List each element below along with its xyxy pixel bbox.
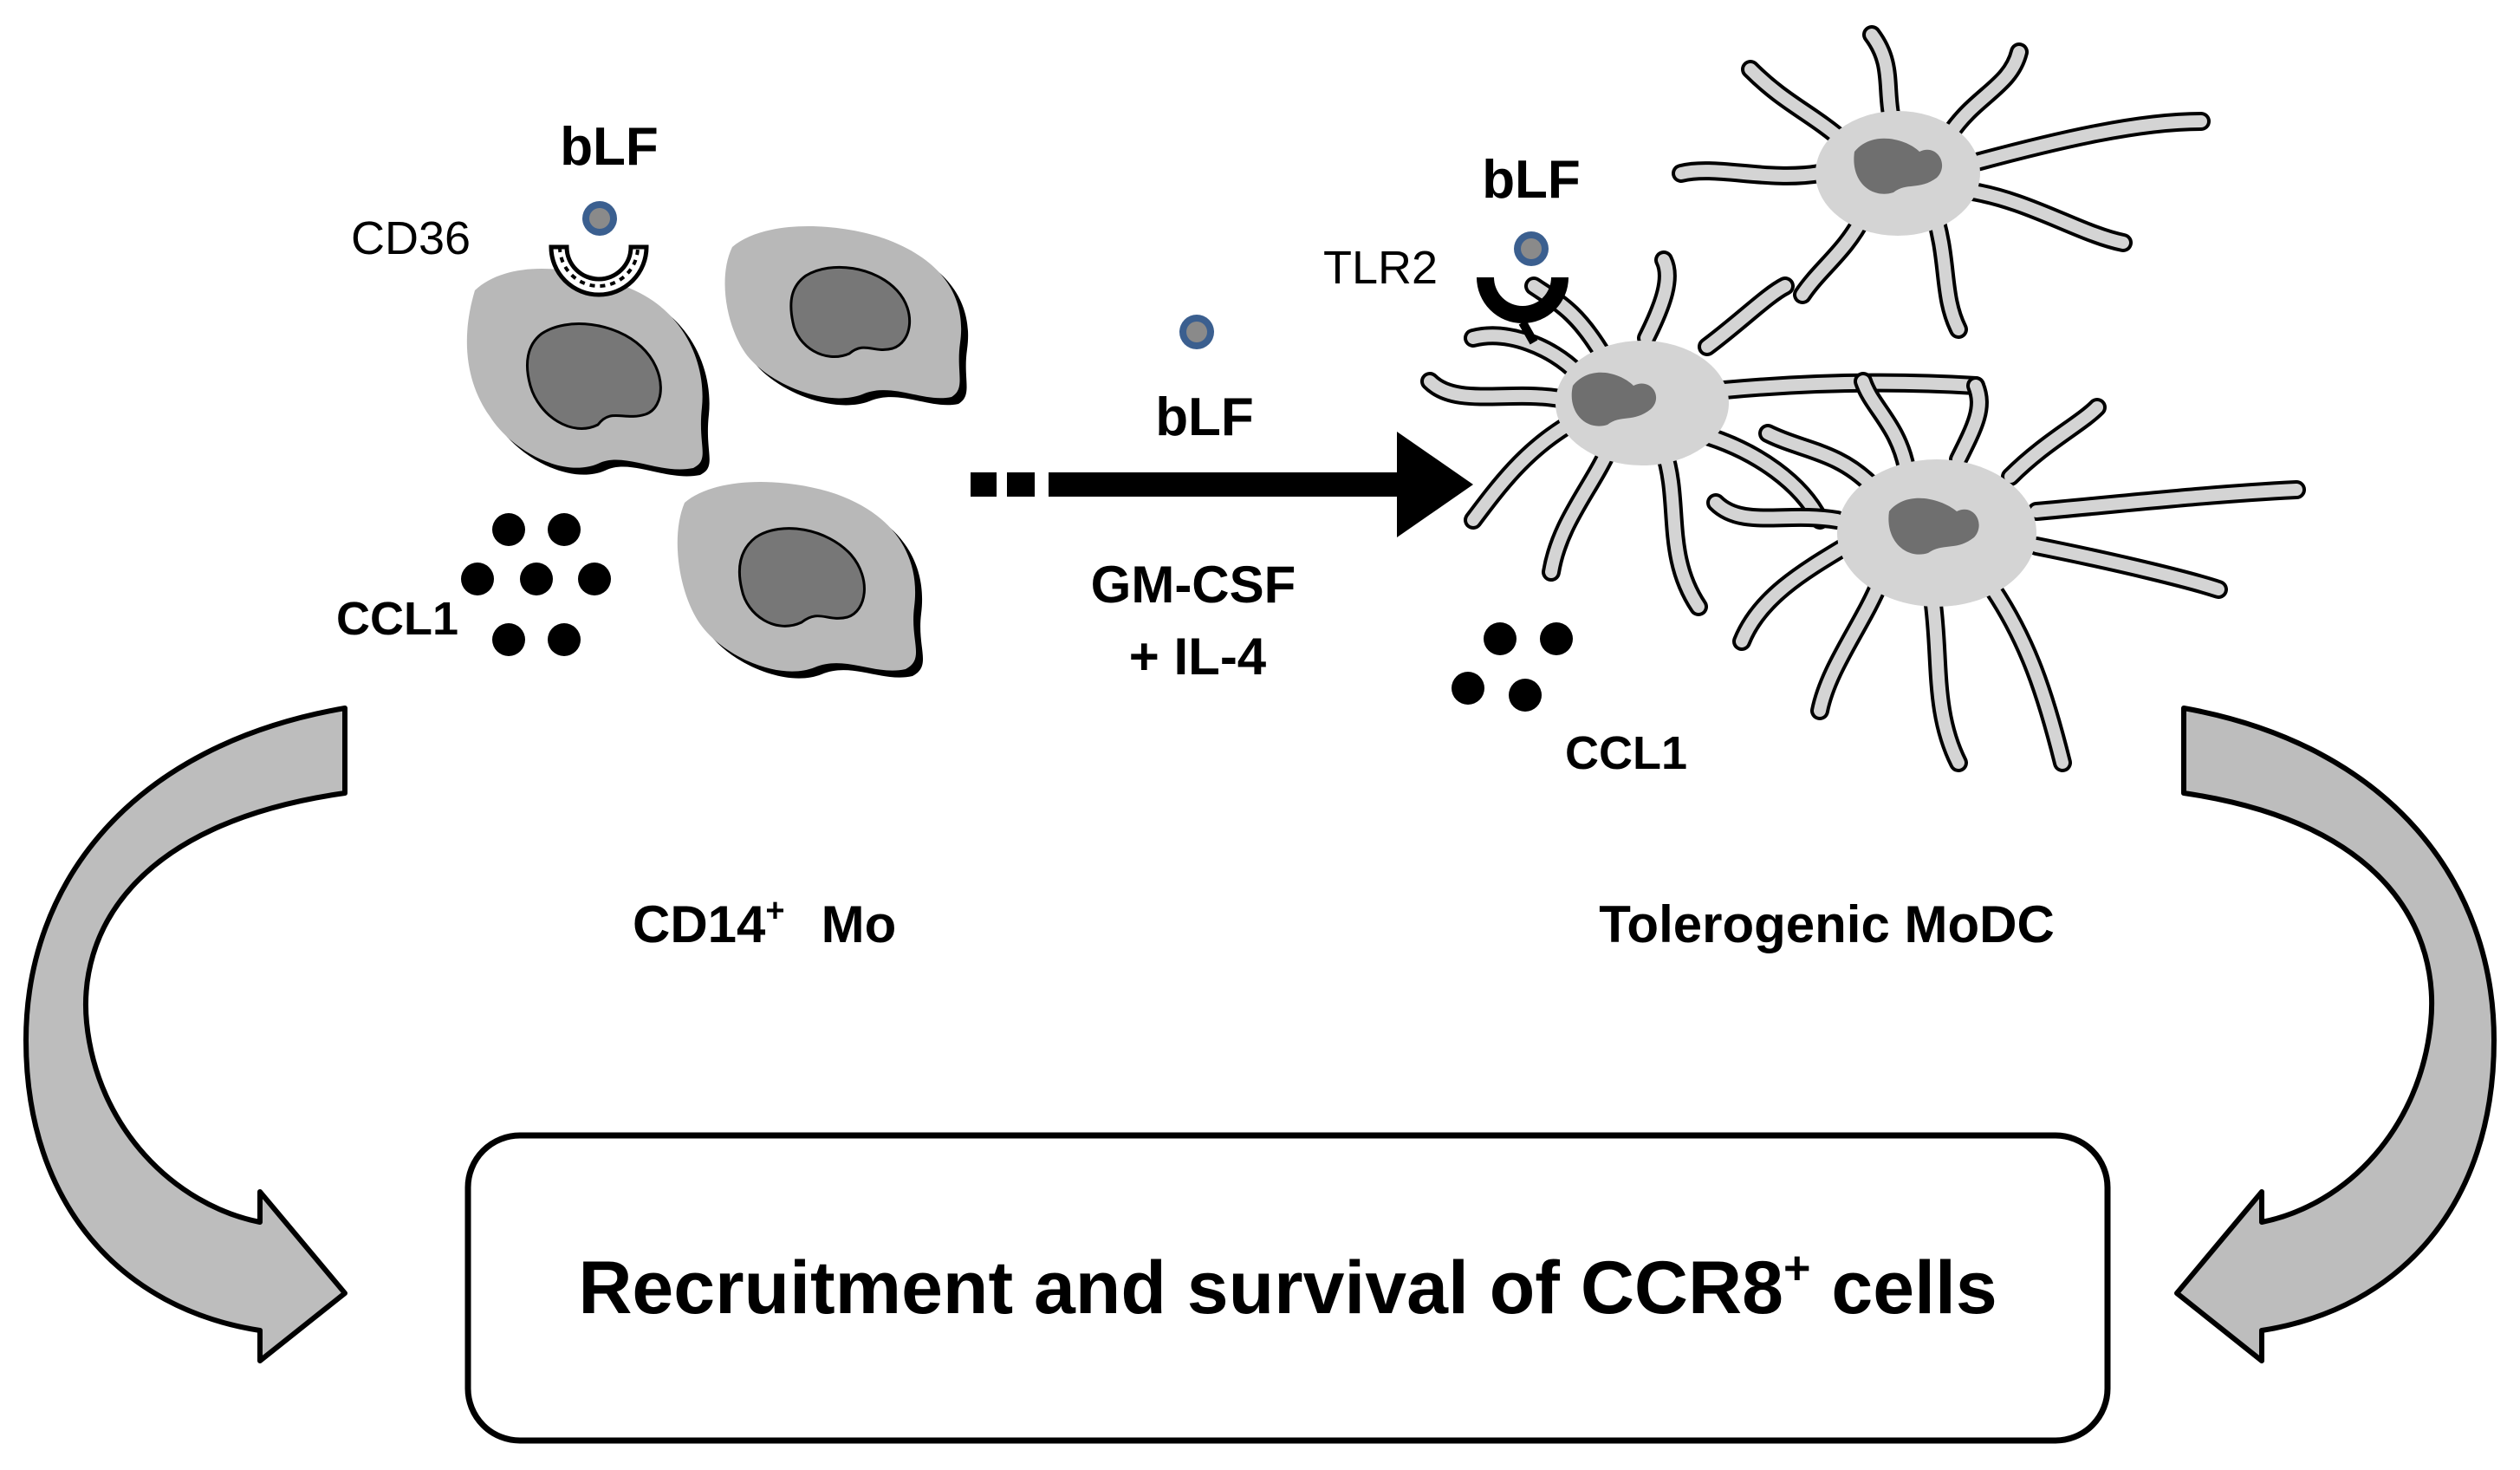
- il4-label: + IL-4: [1129, 628, 1267, 686]
- outcome-text-sup: +: [1783, 1242, 1811, 1294]
- outcome-text-tail: cells: [1811, 1246, 1997, 1330]
- monocyte-label-tail: Mo: [822, 895, 897, 953]
- monocyte-label-main: CD14: [633, 895, 766, 953]
- differentiation-arrow: [971, 432, 1473, 537]
- ccl1-label-left: CCL1: [336, 593, 458, 645]
- dendritic-cell-1: [1672, 25, 2211, 339]
- curved-arrow-right: [2174, 706, 2497, 1363]
- ccl1-chemokine-dots-left: [461, 513, 611, 656]
- monocyte-cell-2: [724, 226, 969, 406]
- modc-label: Tolerogenic MoDC: [1599, 895, 2055, 953]
- blf-label-top-left: bLF: [560, 117, 659, 177]
- ccl1-chemokine-dots-right: [1452, 622, 1573, 712]
- ccl1-label-right: CCL1: [1565, 727, 1687, 779]
- blf-molecule-icon-top-right: [1514, 231, 1549, 266]
- monocyte-label: CD14+ Mo: [633, 893, 896, 953]
- monocyte-cell-1: [466, 269, 710, 477]
- monocyte-cell-3: [677, 482, 924, 679]
- blf-molecule-icon-middle: [1179, 315, 1214, 349]
- tlr2-label: TLR2: [1323, 242, 1438, 294]
- gmcsf-label: GM-CSF: [1091, 556, 1296, 614]
- cd36-receptor-icon: [549, 244, 649, 297]
- blf-label-middle: bLF: [1155, 387, 1254, 447]
- cd36-label: CD36: [351, 212, 471, 264]
- blf-molecule-icon-top-left: [582, 201, 617, 236]
- dendritic-cell-3: [1706, 372, 2306, 772]
- outcome-text-main: Recruitment and survival of CCR8: [578, 1246, 1783, 1330]
- curved-arrow-left: [23, 706, 347, 1363]
- monocyte-label-sup: +: [765, 893, 784, 929]
- dendritic-cell-2: [1420, 250, 1985, 616]
- outcome-box: [464, 1132, 2111, 1444]
- tlr2-receptor-icon: [1477, 277, 1569, 345]
- outcome-text: Recruitment and survival of CCR8+ cells: [578, 1242, 1997, 1330]
- blf-label-top-right: bLF: [1482, 150, 1581, 210]
